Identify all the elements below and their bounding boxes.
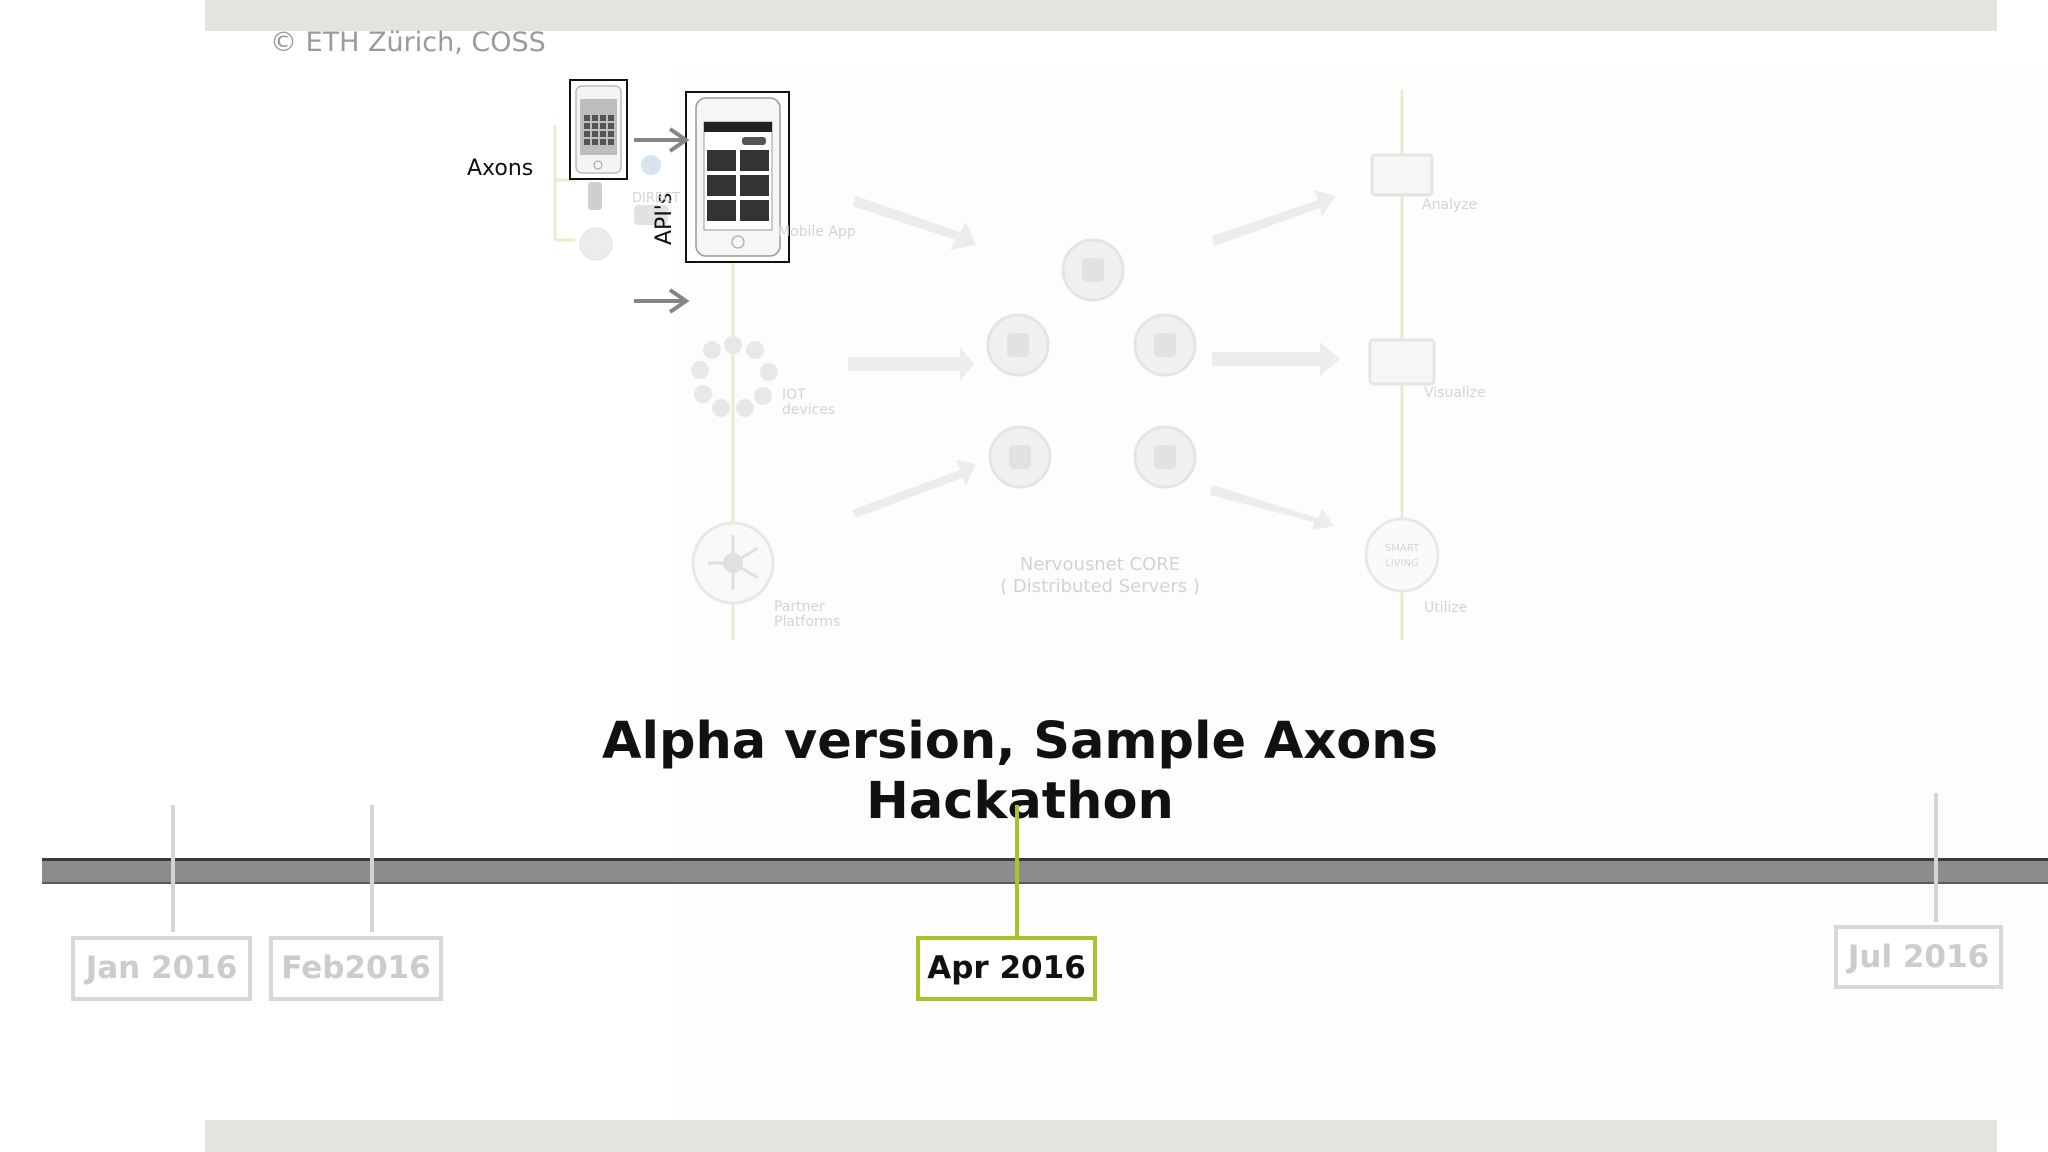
timeline-tick — [1934, 793, 1938, 922]
bottom-band — [205, 1120, 1997, 1152]
timeline-tick — [370, 805, 374, 932]
api-phone-icon — [685, 91, 790, 263]
date-box-feb-2016: Feb2016 — [269, 936, 443, 1001]
headline-line-1: Alpha version, Sample Axons — [602, 712, 1438, 771]
timeline-bar — [42, 858, 2048, 884]
utilize-label: Utilize — [1424, 600, 1468, 616]
date-box-jul-2016: Jul 2016 — [1834, 925, 2003, 989]
date-box-apr-2016: Apr 2016 — [916, 936, 1097, 1001]
milestone-headline: Alpha version, Sample Axons Hackathon — [600, 712, 1440, 832]
analyze-label: Analyze — [1422, 197, 1478, 213]
mobile-app-label: Mobile App — [778, 224, 856, 240]
core-label: Nervousnet CORE( Distributed Servers ) — [1000, 554, 1200, 597]
faded-diagram-panel — [673, 70, 2048, 1120]
top-band — [205, 0, 1997, 31]
copyright-text: © ETH Zürich, COSS — [270, 27, 546, 58]
axons-label: Axons — [467, 156, 534, 181]
wifi-direct-label: DIRECT — [632, 191, 681, 206]
date-box-jan-2016: Jan 2016 — [71, 936, 252, 1001]
axons-phone-icon — [569, 79, 628, 180]
headline-line-2: Hackathon — [866, 772, 1174, 831]
visualize-label: Visualize — [1424, 385, 1486, 401]
arrow-right-icon — [634, 288, 690, 314]
arrow-right-icon — [634, 127, 690, 153]
timeline-tick-active — [1015, 805, 1019, 938]
timeline-tick — [171, 805, 175, 932]
